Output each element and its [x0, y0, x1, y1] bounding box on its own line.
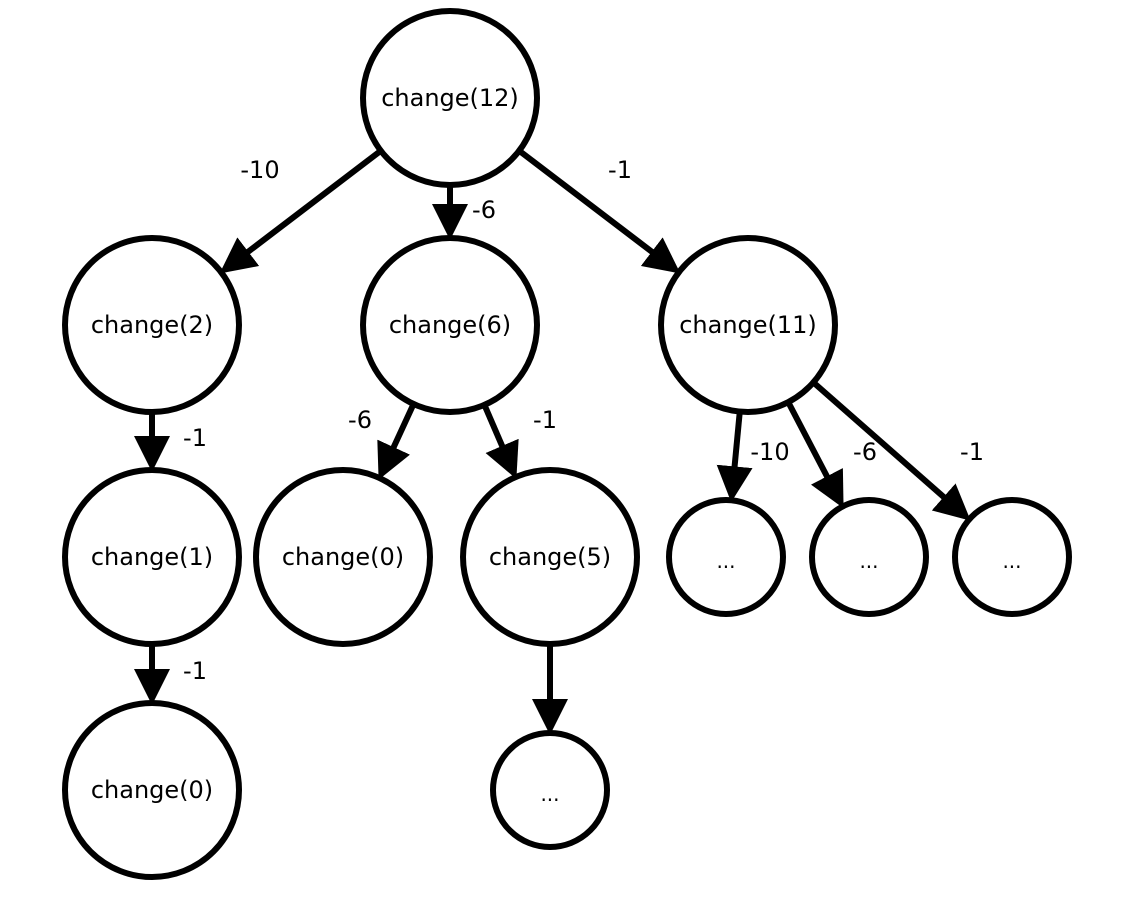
- node-label-n11: change(11): [679, 311, 817, 339]
- node-label-n12: change(12): [381, 84, 519, 112]
- node-label-n6_0: change(0): [282, 543, 404, 571]
- node-circle-n5: [460, 467, 640, 647]
- edge-label-n1-to-n1_0: -1: [183, 657, 207, 685]
- tree-node-n1_0: change(0): [62, 700, 242, 880]
- node-label-n11_c: ...: [1002, 549, 1021, 573]
- node-circle-n1: [62, 467, 242, 647]
- edge-label-n12-to-n2: -10: [240, 156, 279, 184]
- tree-node-n11_c: ...: [952, 497, 1072, 617]
- node-circle-n5_a: [490, 730, 610, 850]
- tree-node-n2: change(2): [62, 235, 242, 415]
- node-circle-n11_a: [666, 497, 786, 617]
- node-circle-n11_b: [809, 497, 929, 617]
- edge-label-n11-to-n11_a: -10: [750, 438, 789, 466]
- node-label-n1: change(1): [91, 543, 213, 571]
- node-label-n11_b: ...: [859, 549, 878, 573]
- tree-node-n5_a: ...: [490, 730, 610, 850]
- node-label-n2: change(2): [91, 311, 213, 339]
- edge-arrow-n6-to-n5: [481, 403, 519, 479]
- edge-arrow-n12-to-n2: [219, 148, 383, 274]
- tree-node-n6_0: change(0): [253, 467, 433, 647]
- node-label-n6: change(6): [389, 311, 511, 339]
- edge-labels-layer: -10 -6 -1 -1 -6 -1 -10 -6 -1 -1: [183, 156, 984, 685]
- edge-label-n6-to-n5: -1: [533, 406, 557, 434]
- tree-node-n5: change(5): [460, 467, 640, 647]
- edge-label-n11-to-n11_c: -1: [960, 438, 984, 466]
- tree-node-n11_a: ...: [666, 497, 786, 617]
- edge-arrow-n6-to-n6_0: [377, 402, 417, 480]
- tree-node-n11_b: ...: [809, 497, 929, 617]
- tree-node-n1: change(1): [62, 467, 242, 647]
- node-label-n5_a: ...: [540, 782, 559, 806]
- node-circle-n2: [62, 235, 242, 415]
- node-circle-n6: [360, 235, 540, 415]
- edge-label-n11-to-n11_b: -6: [853, 438, 877, 466]
- node-label-n1_0: change(0): [91, 776, 213, 804]
- edge-label-n12-to-n11: -1: [608, 156, 632, 184]
- edge-label-n2-to-n1: -1: [183, 424, 207, 452]
- tree-node-n6: change(6): [360, 235, 540, 415]
- nodes-layer: change(12) change(2) change(6) change(11) ch…: [62, 8, 1072, 880]
- edge-arrow-n12-to-n11: [517, 148, 681, 274]
- node-circle-n11: [658, 235, 838, 415]
- node-label-n5: change(5): [489, 543, 611, 571]
- edges-layer: [134, 148, 971, 735]
- tree-node-n12: change(12): [360, 8, 540, 188]
- edge-arrow-n11-to-n11_a: [716, 411, 753, 503]
- node-label-n11_a: ...: [716, 549, 735, 573]
- tree-node-n11: change(11): [658, 235, 838, 415]
- edge-label-n6-to-n6_0: -6: [348, 406, 372, 434]
- node-circle-n11_c: [952, 497, 1072, 617]
- node-circle-n6_0: [253, 467, 433, 647]
- edge-arrow-n11-to-n11_b: [785, 400, 844, 509]
- node-circle-n1_0: [62, 700, 242, 880]
- edge-label-n12-to-n6: -6: [472, 196, 496, 224]
- node-circle-n12: [360, 8, 540, 188]
- edge-arrow-n11-to-n11_c: [811, 380, 971, 521]
